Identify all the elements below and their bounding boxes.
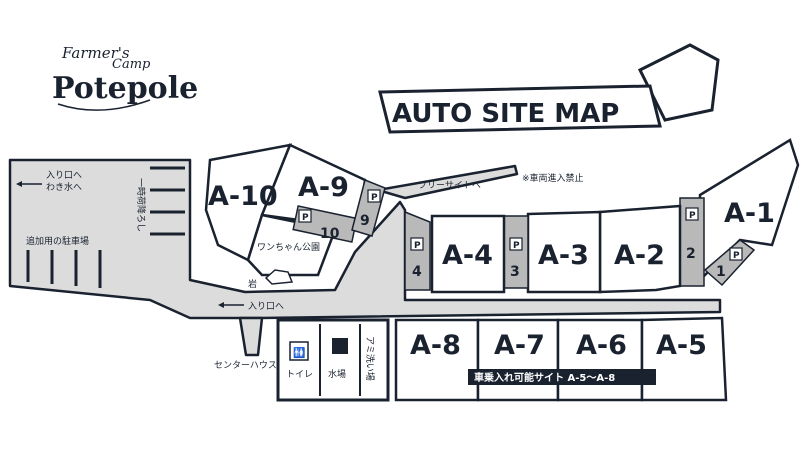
logo-line3: Potepole	[52, 71, 198, 106]
site-a5-label: A-5	[656, 330, 707, 361]
site-a8[interactable]	[394, 318, 480, 402]
parking-4-number: 4	[412, 264, 422, 280]
parking-symbol-10: P	[302, 213, 309, 223]
arrow-head-entrance	[218, 302, 224, 308]
ami-wash-label: アミ洗い場	[364, 336, 376, 381]
rock-icon	[264, 269, 294, 285]
parking-symbol-1: P	[733, 251, 740, 261]
site-a6-label: A-6	[576, 330, 627, 361]
parking-symbol-3: P	[513, 241, 520, 251]
site-a7-label: A-7	[494, 330, 545, 361]
extra-parking-lines	[26, 250, 102, 288]
entrance-label: 入り口へ	[248, 301, 284, 312]
water-label: 水場	[328, 368, 346, 380]
free-site-label: フリーサイトへ	[418, 180, 481, 191]
parking-3-number: 3	[510, 264, 520, 280]
parking-markers: P 9 P 10 P 4 P 3 P 2 P 1	[298, 189, 743, 280]
temporary-unload-label: 一時荷降ろし	[135, 178, 147, 232]
site-a8-label: A-8	[410, 330, 461, 361]
center-house-label: センターハウス	[214, 360, 277, 371]
parking-symbol-9: P	[371, 193, 378, 203]
toilet-label: トイレ	[286, 370, 313, 380]
wakimizu-label: わき水へ	[46, 181, 82, 193]
logo-line2: Camp	[112, 57, 151, 72]
extra-parking-label: 追加用の駐車場	[26, 235, 89, 247]
site-a9-label: A-9	[298, 172, 349, 203]
page-title: AUTO SITE MAP	[392, 99, 619, 129]
parking-9-number: 9	[360, 213, 370, 229]
parking-symbol-4: P	[414, 241, 421, 251]
parking-1-number: 1	[716, 264, 726, 280]
title-banner: AUTO SITE MAP	[378, 43, 720, 134]
vehicle-ok-banner	[468, 369, 656, 385]
logo: Farmer's Camp Potepole	[52, 44, 198, 111]
banner-tail	[637, 43, 720, 122]
toilet-icon	[289, 341, 309, 361]
site-a7[interactable]	[476, 318, 560, 402]
parking-4-bay	[404, 210, 431, 291]
banner-body	[378, 84, 662, 134]
site-a10-label: A-10	[208, 181, 278, 212]
vehicle-ok-label: 車乗入れ可能サイト A-5～A-8	[474, 371, 615, 384]
dog-park-label: ワンちゃん公園	[257, 242, 320, 253]
site-a1-label: A-1	[724, 198, 775, 229]
water-icon	[332, 338, 348, 354]
site-a2-label: A-2	[614, 240, 665, 271]
parking-10-number: 10	[320, 226, 340, 242]
site-a4-label: A-4	[442, 240, 493, 271]
rock-label: 岩	[248, 278, 257, 290]
arrow-head-left-top	[16, 181, 22, 187]
no-vehicle-label: ※車両進入禁止	[522, 172, 584, 184]
parking-symbol-2: P	[689, 211, 696, 221]
unload-lines	[150, 166, 185, 236]
entrance-label-top: 入り口へ	[46, 170, 82, 181]
logo-swash	[57, 99, 151, 111]
site-a4[interactable]	[430, 214, 506, 294]
parking-2-number: 2	[686, 246, 696, 262]
toilet-glyph: 🚻	[293, 346, 305, 359]
free-site-road	[376, 164, 519, 200]
logo-line1: Farmer's	[61, 44, 130, 62]
center-house-road	[238, 316, 264, 357]
site-a3-label: A-3	[538, 240, 589, 271]
